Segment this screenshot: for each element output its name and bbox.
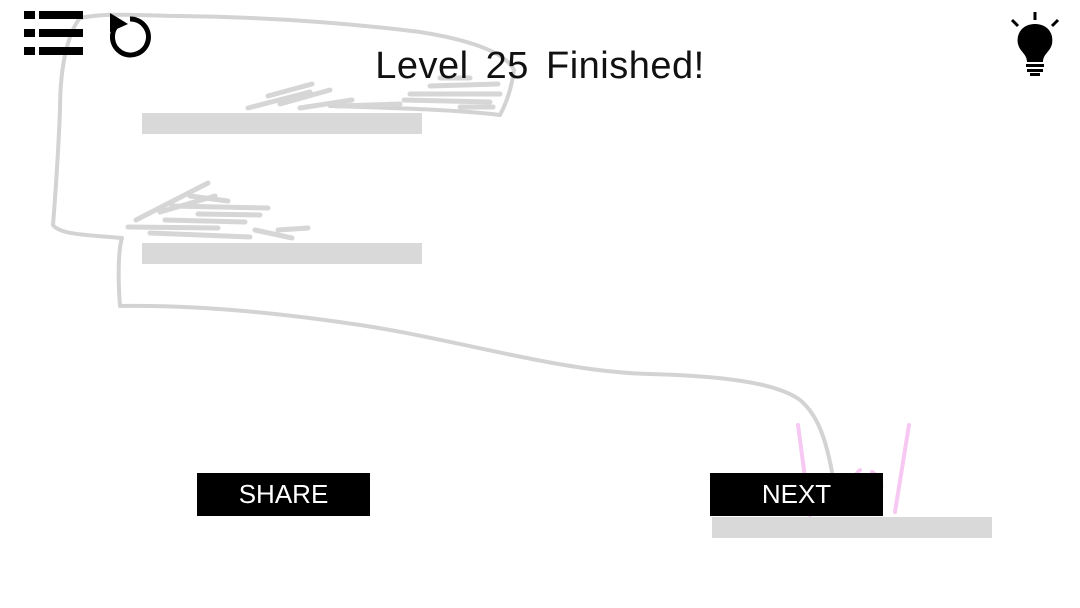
drawn-path-top [78,12,516,117]
debris-middle [125,180,311,241]
debris-top [245,75,503,111]
share-button[interactable]: SHARE [197,473,370,516]
platform-goal [712,517,992,538]
drawn-path-line [51,16,834,474]
platform-top [142,113,422,134]
next-button[interactable]: NEXT [710,473,883,516]
level-label: Level [375,45,469,87]
menu-list-icon[interactable] [24,11,84,59]
level-number: 25 [485,45,529,87]
level-finished-title: Level 25 Finished! [0,44,1080,88]
lightbulb-icon[interactable] [1008,10,1062,76]
platform-middle [142,243,422,264]
status-text: Finished! [546,45,705,87]
restart-icon[interactable] [104,10,154,60]
